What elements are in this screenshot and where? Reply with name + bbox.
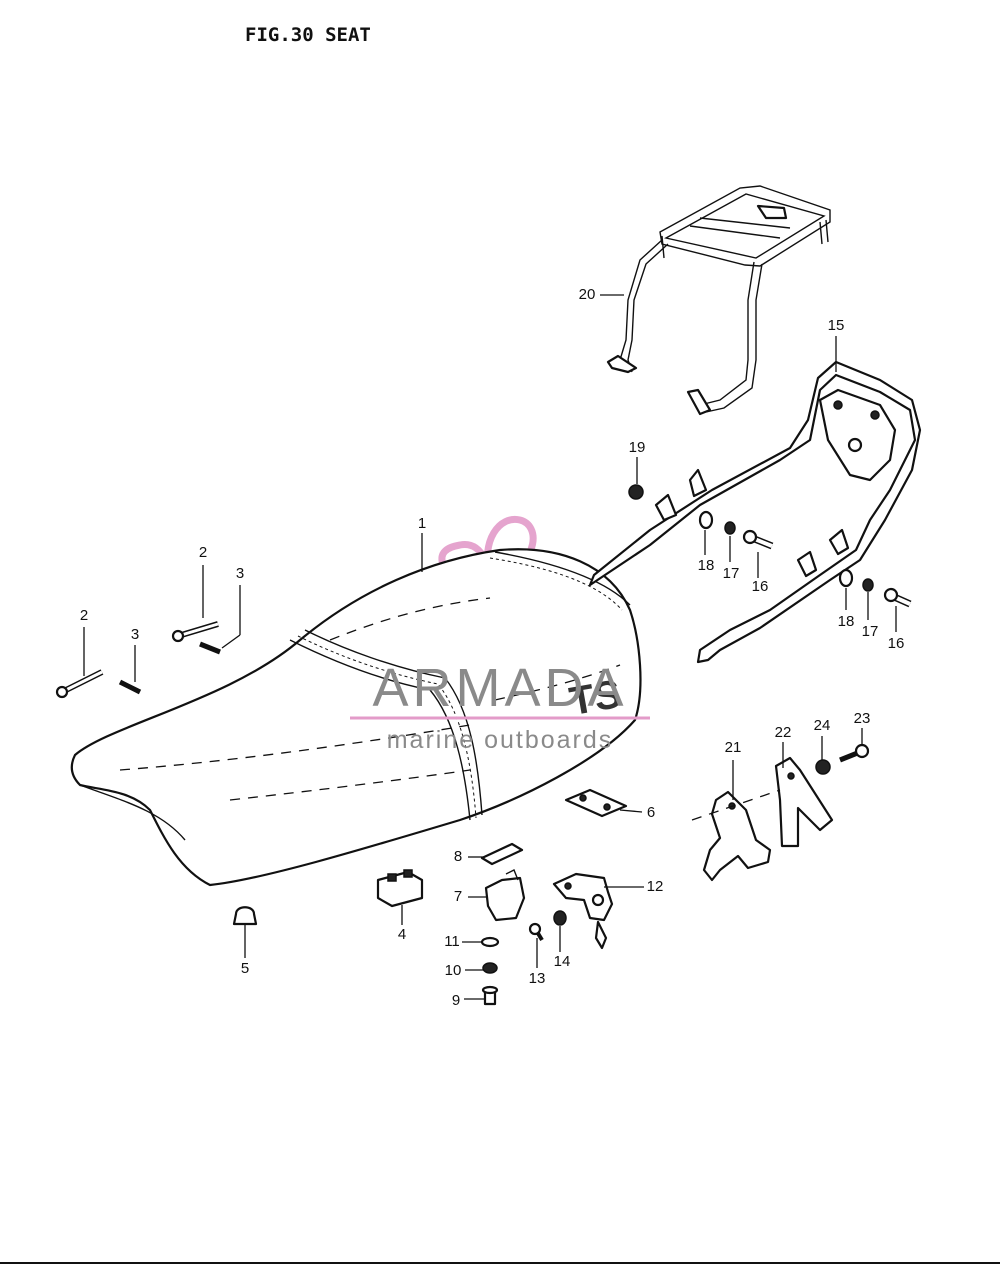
callout-2: 2 bbox=[199, 544, 207, 561]
part-21-bracket bbox=[702, 790, 772, 882]
callout-6: 6 bbox=[647, 804, 655, 821]
part-24-nut bbox=[815, 759, 831, 775]
callout-5: 5 bbox=[241, 960, 249, 977]
callout-22: 22 bbox=[775, 724, 792, 741]
part-11-washer bbox=[480, 936, 500, 948]
callout-16: 16 bbox=[752, 578, 769, 595]
part-14-washer bbox=[553, 910, 567, 926]
callout-23: 23 bbox=[854, 710, 871, 727]
part-19-nut bbox=[628, 484, 644, 500]
part-13-screw bbox=[528, 922, 544, 942]
part-18-washer-upper bbox=[698, 510, 714, 530]
part-8-plate bbox=[480, 842, 524, 866]
part-3-pin-right bbox=[199, 641, 221, 655]
callout-17: 17 bbox=[723, 565, 740, 582]
part-17-washer-upper bbox=[724, 521, 736, 535]
leader-lines bbox=[83, 294, 897, 1000]
part-7-hook bbox=[484, 869, 526, 922]
callout-24: 24 bbox=[814, 717, 831, 734]
callout-14: 14 bbox=[554, 953, 571, 970]
callout-11: 11 bbox=[444, 933, 460, 950]
part-16-bolt-lower bbox=[883, 587, 912, 608]
part-4-cushion bbox=[376, 869, 424, 908]
watermark-tagline: marine outboards bbox=[387, 726, 614, 754]
callout-3-second: 3 bbox=[131, 626, 139, 643]
page-bottom-rule bbox=[0, 1262, 1000, 1264]
part-6-plate bbox=[564, 788, 628, 818]
callout-16-second: 16 bbox=[888, 635, 905, 652]
part-18-washer-lower bbox=[838, 568, 854, 588]
seat-logo-text: TS bbox=[566, 672, 624, 724]
part-17-washer-lower bbox=[862, 578, 874, 592]
figure-title: FIG.30 SEAT bbox=[245, 24, 371, 46]
watermark-brand: ARMADA bbox=[372, 658, 627, 718]
callout-20: 20 bbox=[579, 286, 596, 303]
part-3-pin-left bbox=[118, 679, 142, 695]
callout-7: 7 bbox=[454, 888, 462, 905]
callout-labels: 1 2 3 4 5 6 7 8 9 10 11 12 13 14 15 16 1… bbox=[80, 286, 905, 1009]
callout-1: 1 bbox=[418, 515, 426, 532]
callout-13: 13 bbox=[529, 970, 546, 987]
callout-21: 21 bbox=[725, 739, 742, 756]
callout-8: 8 bbox=[454, 848, 462, 865]
callout-9: 9 bbox=[452, 992, 460, 1009]
callout-4: 4 bbox=[398, 926, 406, 943]
callout-12: 12 bbox=[647, 878, 664, 895]
part-15-grab-rail bbox=[588, 360, 922, 664]
part-5-damper bbox=[232, 906, 258, 926]
callout-3: 3 bbox=[236, 565, 244, 582]
part-2-bolt-left bbox=[55, 669, 104, 699]
part-9-bolt bbox=[481, 985, 499, 1006]
callout-2-second: 2 bbox=[80, 607, 88, 624]
part-22-bracket bbox=[774, 756, 834, 848]
watermark: ARMADA marine outboards bbox=[350, 658, 650, 754]
callout-17-second: 17 bbox=[862, 623, 879, 640]
callout-10: 10 bbox=[445, 962, 462, 979]
callout-15: 15 bbox=[828, 317, 845, 334]
part-20-carrier-rack bbox=[606, 185, 831, 416]
part-10-nut bbox=[482, 962, 498, 974]
part-16-bolt-upper bbox=[742, 529, 774, 550]
part-2-bolt-right bbox=[171, 621, 219, 643]
callout-19: 19 bbox=[629, 439, 646, 456]
part-12-seat-lock bbox=[552, 872, 614, 950]
callout-18-second: 18 bbox=[838, 613, 855, 630]
part-23-bolt bbox=[839, 743, 870, 763]
callout-18: 18 bbox=[698, 557, 715, 574]
